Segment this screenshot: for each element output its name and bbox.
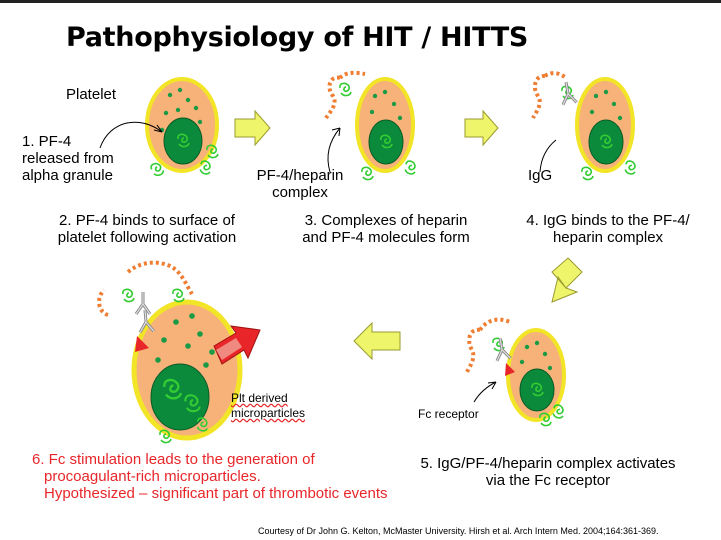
step6-line3: Hypothesized – significant part of throm… (44, 485, 388, 502)
fc-receptor-label: Fc receptor (418, 407, 479, 421)
platelet-1 (99, 77, 219, 178)
step3-line1: 3. Complexes of heparin (304, 212, 468, 229)
page-title: Pathophysiology of HIT / HITTS (66, 22, 529, 53)
step1-line3: alpha granule (22, 167, 113, 184)
plt-derived-line1: Plt derived (231, 391, 288, 406)
microparticles-text: microparticles (231, 406, 306, 420)
step6-line1: 6. Fc stimulation leads to the generatio… (32, 451, 315, 468)
step-arrow-4 (353, 321, 401, 361)
top-border (0, 0, 721, 3)
platelet-5 (465, 317, 567, 427)
pf4-heparin-label-1: PF-4/heparin (256, 167, 344, 184)
credit-line: Courtesy of Dr John G. Kelton, McMaster … (258, 526, 659, 536)
platelet-3 (531, 71, 639, 181)
step6-line2: procoagulant-rich microparticles. (44, 468, 261, 485)
step2-line1: 2. PF-4 binds to surface of (59, 212, 235, 229)
step3-line2: and PF-4 molecules form (302, 229, 470, 246)
pf4-heparin-label-2: complex (272, 184, 328, 201)
step-arrow-3 (551, 257, 583, 303)
step4-line2: heparin complex (552, 229, 664, 246)
step-arrow-2 (464, 109, 499, 147)
plt-derived-text: Plt derived (231, 391, 288, 405)
step4-line1: 4. IgG binds to the PF-4/ (526, 212, 690, 229)
platelet-6 (97, 260, 261, 444)
platelet-2 (324, 70, 419, 181)
step1-line1: 1. PF-4 (22, 133, 72, 150)
platelet-label: Platelet (66, 86, 117, 103)
step1-line2: released from (22, 150, 114, 167)
plt-derived-line2: microparticles (231, 406, 306, 421)
igg-label: IgG (528, 167, 553, 184)
step5-line1: 5. IgG/PF-4/heparin complex activates (420, 455, 676, 472)
step2-line2: platelet following activation (57, 229, 237, 246)
step-arrow-1 (234, 109, 271, 147)
step5-line2: via the Fc receptor (485, 472, 611, 489)
